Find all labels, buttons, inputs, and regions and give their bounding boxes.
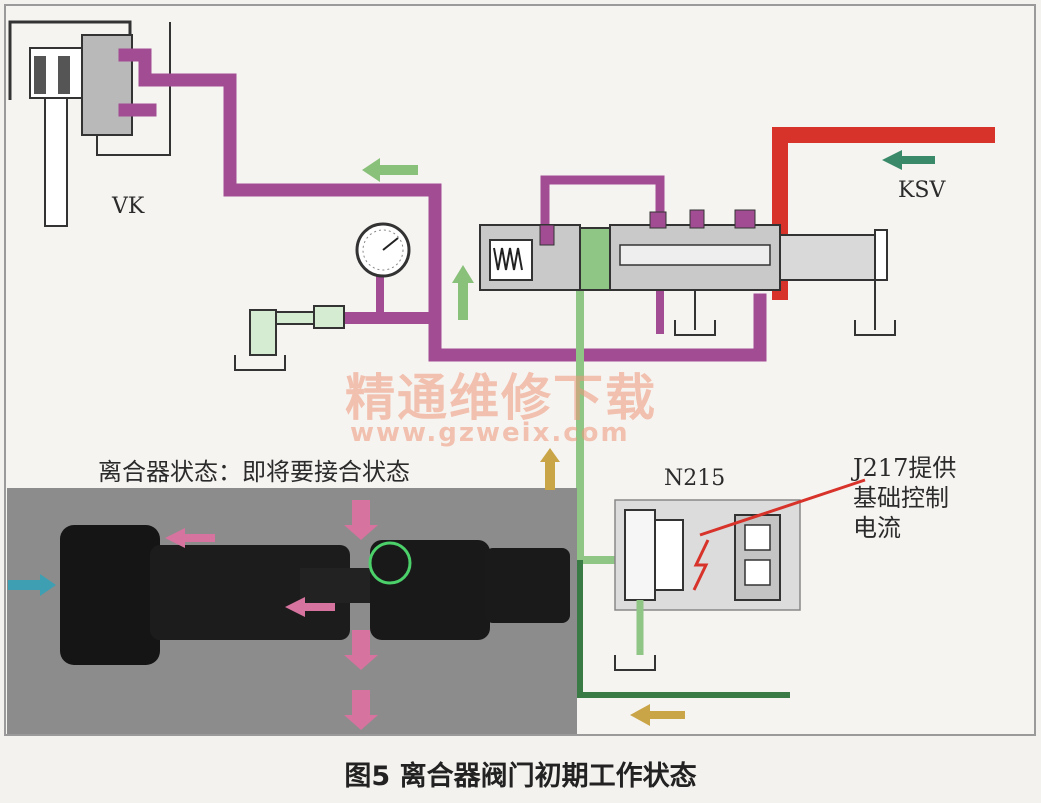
- j217-label-line2: 基础控制: [853, 484, 949, 512]
- lightning-icon: [692, 539, 710, 591]
- n215-solenoid: [614, 499, 801, 655]
- ksv-label: KSV: [898, 178, 946, 203]
- clutch-valve: [479, 209, 888, 291]
- drain-tanks: [234, 280, 896, 671]
- n215-label: N215: [664, 466, 726, 491]
- watermark-url: www.gzweix.com: [350, 418, 630, 448]
- vk-label: VK: [112, 194, 145, 219]
- restrictor-valve: [249, 305, 345, 356]
- flow-arrows: [8, 150, 935, 730]
- spring-icon: [493, 247, 523, 271]
- j217-label-line3: 电流: [853, 514, 901, 542]
- vk-clutch-cylinder: [8, 20, 171, 227]
- pressure-line: [118, 48, 767, 362]
- clutch-state-label: 离合器状态：即将要接合状态: [98, 458, 410, 486]
- return-line: [577, 560, 790, 698]
- pressure-gauge-icon: [355, 222, 411, 278]
- j217-pointer: [699, 478, 866, 537]
- valve-photo: [7, 488, 577, 734]
- figure-caption: 图5 离合器阀门初期工作状态: [344, 761, 697, 792]
- watermark-text: 精通维修下载: [345, 369, 657, 427]
- j217-label-line1: J217提供: [853, 454, 957, 482]
